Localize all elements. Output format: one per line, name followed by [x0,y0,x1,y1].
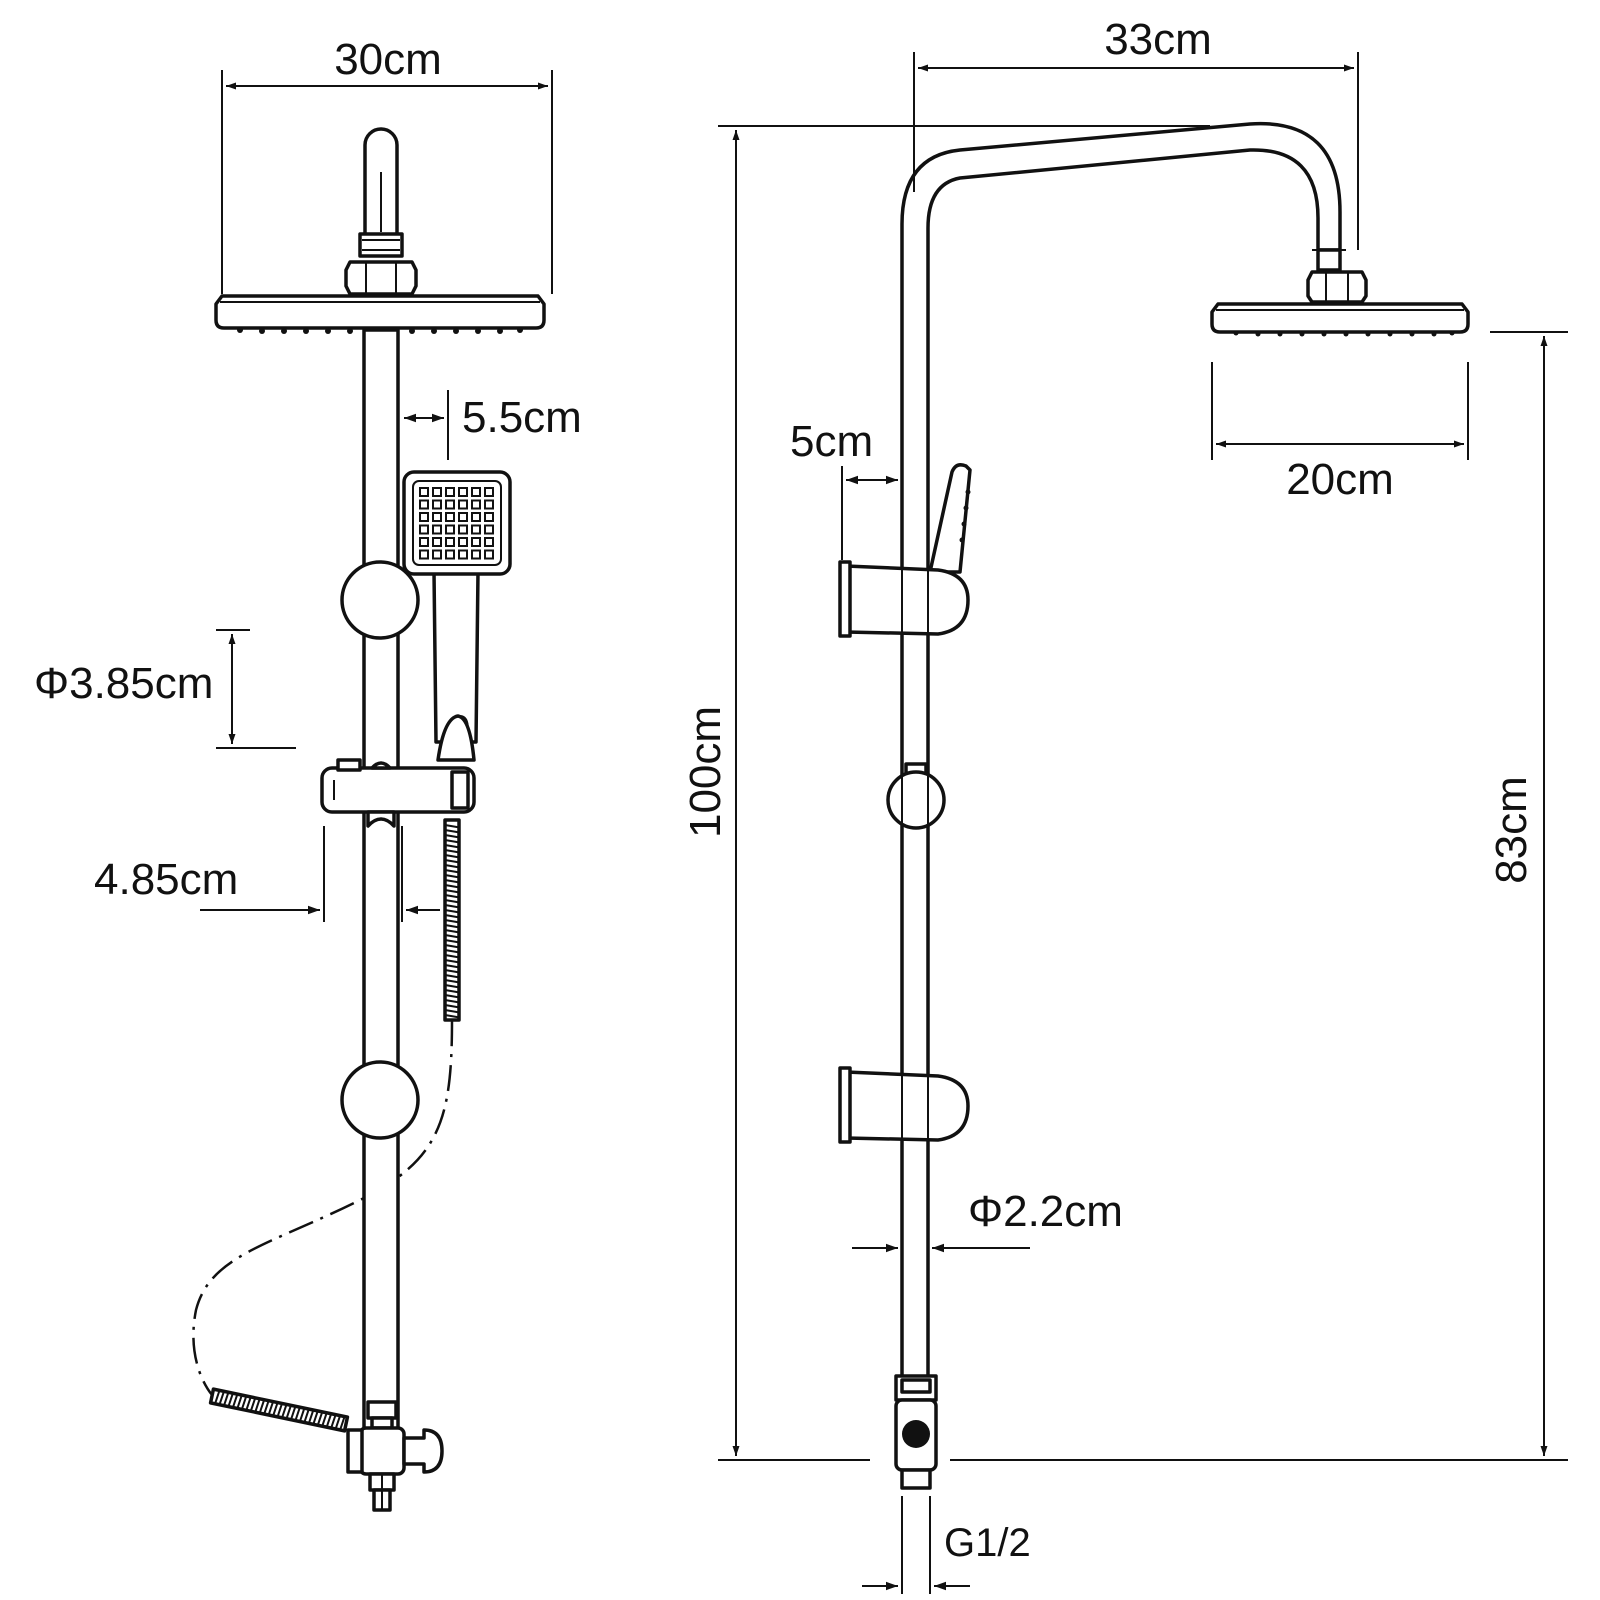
hose-path [192,1019,454,1396]
handset-nozzle [432,549,442,560]
dim-holder-diameter: Φ3.85cm [34,659,213,708]
handset-nozzle [484,499,494,510]
dim-handset-offset-side: 5cm [790,417,873,466]
rain-head-side [1210,302,1470,334]
handset-nozzle [458,512,468,522]
slider-bar [320,766,476,814]
handset-nozzle [432,512,442,522]
side-head-nut [1306,270,1368,304]
side-diverter-knob [902,1420,930,1448]
handset-nozzle [484,512,494,522]
handset-nozzle [484,487,494,497]
dim-slider-width: 4.85cm [94,855,238,904]
handset-nozzle [419,537,429,547]
hose-coil-upper [443,818,461,1022]
handset-nozzle [445,537,455,547]
dim-head-diameter-side: 20cm [1286,455,1394,504]
dim-arm-reach: 33cm [1104,15,1212,64]
handset-nozzle [471,524,481,535]
handset-nozzle [458,537,468,547]
dim-thread: G1/2 [944,1521,1031,1565]
handset-nozzle [445,549,455,560]
handset-nozzle [432,524,442,535]
handset-nozzle [419,524,429,535]
handset-nozzle [471,487,481,497]
side-riser-and-arm [900,121,1342,1456]
handset-nozzle [471,499,481,510]
handset-nozzle [484,524,494,535]
handset-nozzle [484,549,494,560]
side-nozzle-row [1233,330,1455,337]
handset-nozzle [458,487,468,497]
side-handset-nozzles [959,489,971,543]
handset-head [402,470,512,576]
handset-nozzle [458,524,468,535]
dim-head-height: 83cm [1487,776,1536,884]
side-outlet [900,1468,932,1490]
side-slider [886,770,946,830]
dim-handset-offset-front: 5.5cm [462,393,582,442]
handset-nozzle [445,512,455,522]
handset-nozzle [432,537,442,547]
handset-nozzle [419,499,429,510]
wall-bracket-upper [340,560,420,640]
dim-head-width-front: 30cm [334,35,442,84]
head-nut [344,260,418,296]
handset-nozzle [484,537,494,547]
dim-total-height: 100cm [681,706,730,838]
side-bracket-upper [844,564,970,636]
handset-nozzle [419,549,429,560]
riser-pipe [362,328,400,1442]
diverter-knob [402,1428,444,1474]
side-handset [928,463,972,574]
arm-collar [358,232,404,258]
nozzle-row [237,327,523,334]
handset-cradle [436,714,476,762]
handset-nozzle [458,549,468,560]
diverter-hose-nut [346,1428,364,1474]
slider-clip [450,770,470,810]
handset-nozzle [471,537,481,547]
handset-nozzle [458,499,468,510]
handset-nozzle [432,487,442,497]
diverter-top-collar [366,1400,398,1420]
handset-nozzle [432,499,442,510]
handset-nozzle [419,512,429,522]
slider-knob [336,758,362,772]
handset-nozzle [419,487,429,497]
hose-coil-lower [208,1387,350,1433]
handset-nozzle [445,524,455,535]
handset-nozzle [445,487,455,497]
diverter-body [358,1426,406,1476]
handset-nozzle [445,499,455,510]
front-view: 30cm 5.5cm Φ3.85cm 4.85cm [34,35,582,1512]
side-view: 33cm 100cm 83cm 20cm 5cm Φ2.2cm G1/2 [681,15,1568,1594]
handset-nozzle [471,549,481,560]
side-bracket-lower [844,1070,970,1142]
handset-nozzle-grid [419,487,494,560]
dim-pipe-diameter: Φ2.2cm [968,1187,1123,1236]
wall-bracket-lower [340,1060,420,1140]
rain-head-front [214,294,546,330]
handset-nozzle [471,512,481,522]
